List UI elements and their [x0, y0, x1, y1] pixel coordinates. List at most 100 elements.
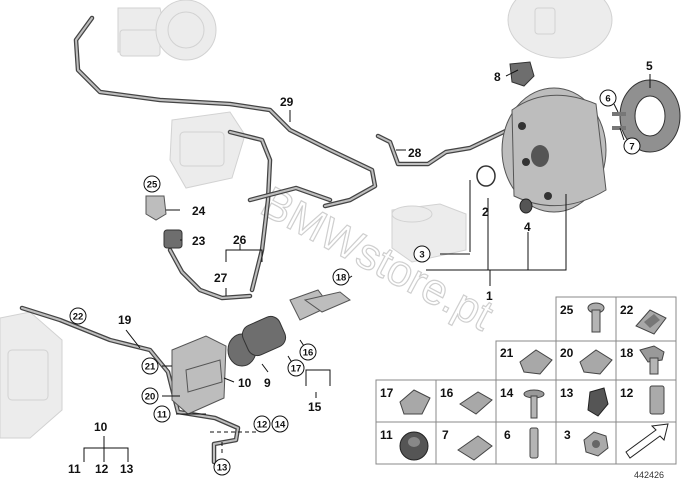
callout-16-circled: 16: [299, 343, 317, 361]
callout-18-circled: 18: [332, 268, 350, 286]
clip-20-icon: [579, 349, 613, 375]
svg-text:17: 17: [291, 364, 302, 375]
ghost-reservoir: [391, 203, 467, 263]
clip-13-icon: [587, 387, 609, 417]
svg-text:16: 16: [303, 348, 314, 359]
grommet-11-icon: [399, 431, 429, 461]
hose-27: [167, 247, 253, 301]
ghost-master-cylinder-top: [117, 0, 217, 61]
callout-21-circled: 21: [141, 357, 159, 375]
clip-22-icon: [635, 309, 667, 335]
clip-7-icon: [457, 435, 493, 461]
leader-lines: [83, 69, 651, 462]
grid-label-20: 20: [560, 346, 574, 360]
clip-17-icon: [399, 389, 431, 415]
callout-7-circled: 7: [623, 137, 641, 155]
callout-29: 29: [280, 95, 294, 109]
grid-cell-12: [615, 379, 677, 423]
stud-6-icon: [529, 427, 539, 459]
callout-6-circled: 6: [599, 89, 617, 107]
ghost-booster-top: [507, 0, 613, 59]
grid-label-11: 11: [380, 428, 393, 442]
grid-cell-25: [555, 296, 617, 342]
callout-labels: 1 2 4 5 8 9 10 10 11 12 13 15 19 23 24 2…: [68, 59, 653, 476]
screw-25-icon: [587, 302, 605, 333]
callout-10-group: 10: [94, 420, 108, 434]
sensor-23: [163, 229, 183, 249]
svg-text:25: 25: [147, 180, 158, 191]
grid-label-17: 17: [380, 386, 394, 400]
svg-text:3: 3: [419, 250, 424, 261]
callout-11-group: 11: [68, 462, 81, 476]
grid-label-3: 3: [564, 428, 571, 442]
grid-cell-6: [495, 421, 557, 465]
check-valve-assembly: [171, 289, 351, 415]
callout-5: 5: [646, 59, 653, 73]
callout-28: 28: [408, 146, 422, 160]
callout-27: 27: [214, 271, 228, 285]
grid-label-21: 21: [500, 346, 514, 360]
callout-23: 23: [192, 234, 206, 248]
brake-booster: [501, 87, 607, 213]
grommet-4: [519, 198, 533, 214]
callout-12-group: 12: [95, 462, 109, 476]
callout-1: 1: [486, 289, 493, 303]
grid-label-16: 16: [440, 386, 454, 400]
figure-number: 442426: [634, 470, 664, 480]
svg-text:18: 18: [336, 273, 347, 284]
vacuum-pipe-28: [375, 125, 515, 167]
callout-25-circled: 25: [143, 175, 161, 193]
callout-26: 26: [233, 233, 247, 247]
callout-20-circled: 20: [141, 387, 159, 405]
ghost-valve-block: [169, 111, 246, 189]
grid-cell-18: [615, 340, 677, 381]
ghost-intake-housing: [0, 311, 63, 439]
grid-label-25: 25: [560, 303, 574, 317]
callout-19: 19: [118, 313, 132, 327]
grid-label-14: 14: [500, 386, 514, 400]
callout-24: 24: [192, 204, 206, 218]
clip-16-icon: [459, 391, 493, 415]
svg-text:12: 12: [257, 420, 268, 431]
svg-text:20: 20: [145, 392, 156, 403]
grid-label-18: 18: [620, 346, 634, 360]
sleeve-12-icon: [649, 385, 665, 415]
grid-label-6: 6: [504, 428, 511, 442]
svg-text:14: 14: [275, 420, 286, 431]
svg-text:22: 22: [73, 312, 84, 323]
pin-14-icon: [523, 389, 545, 419]
callout-2: 2: [482, 205, 489, 219]
callout-14-circled: 14: [271, 415, 289, 433]
callout-17-circled: 17: [287, 359, 305, 377]
callout-13-group: 13: [120, 462, 134, 476]
grid-label-12: 12: [620, 386, 634, 400]
grid-label-13: 13: [560, 386, 574, 400]
grid-label-7: 7: [442, 428, 449, 442]
vacuum-sensor-8: [509, 61, 535, 87]
watermark: BMWstore.pt: [253, 178, 501, 341]
callout-9: 9: [264, 376, 271, 390]
o-ring-2: [476, 165, 496, 187]
callout-8: 8: [494, 70, 501, 84]
arrow-icon: [625, 423, 669, 459]
callout-10: 10: [238, 376, 252, 390]
callout-22-circled: 22: [69, 307, 87, 325]
circled-callouts: 3 6 7 11 12 13 14 16 17 18 20 21 22 25: [69, 89, 641, 476]
svg-text:11: 11: [157, 410, 168, 421]
clip-21-icon: [519, 349, 553, 375]
nut-3-icon: [583, 431, 609, 457]
vacuum-pipe-29: [73, 15, 378, 293]
svg-text:6: 6: [605, 94, 610, 105]
callout-12-circled: 12: [253, 415, 271, 433]
callout-4: 4: [524, 220, 531, 234]
svg-text:7: 7: [629, 142, 634, 153]
bracket-24: [145, 195, 167, 221]
callout-3-circled: 3: [413, 245, 431, 263]
grid-label-22: 22: [620, 303, 634, 317]
callout-15: 15: [308, 400, 322, 414]
vacuum-pipe-19: [19, 305, 241, 465]
callout-11-circled: 11: [153, 405, 171, 423]
studs-6-7: [612, 112, 626, 130]
svg-text:21: 21: [145, 362, 156, 373]
